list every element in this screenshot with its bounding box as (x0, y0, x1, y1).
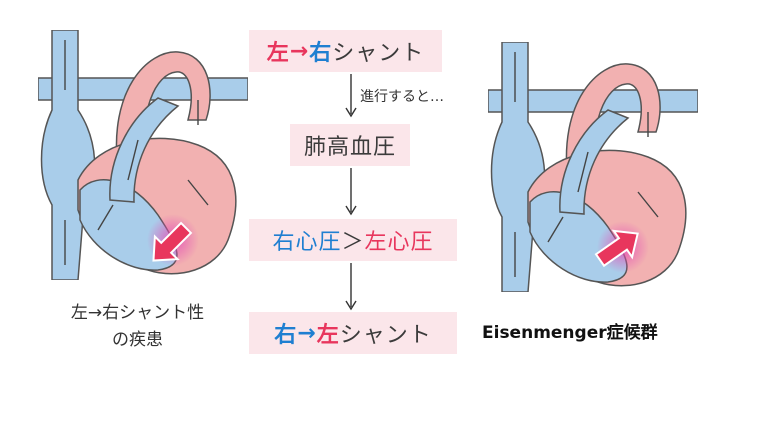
left-heart-illustration (38, 30, 248, 280)
shunt-arrow-icon (152, 221, 193, 262)
step3-operator: ＞ (341, 230, 365, 255)
flow-step-3: 右心圧 ＞ 左心圧 (249, 219, 457, 261)
flow-arrow-icon (345, 74, 357, 118)
step1-left: 左 (266, 41, 290, 66)
step1-arrow: → (289, 38, 310, 64)
progress-note: 進行すると… (360, 89, 444, 105)
left-caption-line2: の疾患 (112, 330, 163, 350)
step1-right: 右 (309, 41, 333, 66)
shunt-arrow-icon (594, 229, 639, 268)
step2-label: 肺高血圧 (303, 135, 396, 160)
step1-rest: シャント (332, 41, 425, 66)
flow-step-1: 左 → 右 シャント (249, 30, 442, 72)
step3-right-pressure: 右心圧 (272, 230, 342, 255)
left-caption: 左→右シャント性 の疾患 (30, 300, 245, 354)
flow-step-2: 肺高血圧 (290, 124, 410, 166)
flow-step-4: 右 → 左 シャント (249, 312, 457, 354)
right-caption: Eisenmenger症候群 (482, 323, 658, 343)
step3-left-pressure: 左心圧 (364, 230, 434, 255)
step4-left: 右 (274, 323, 298, 348)
step4-rest: シャント (339, 323, 432, 348)
flow-arrow-icon (345, 168, 357, 216)
left-caption-line1: 左→右シャント性 (70, 303, 205, 323)
step4-right: 左 (316, 323, 340, 348)
flow-arrow-icon (345, 263, 357, 311)
right-heart-illustration (488, 42, 698, 292)
step4-arrow: → (297, 320, 317, 346)
